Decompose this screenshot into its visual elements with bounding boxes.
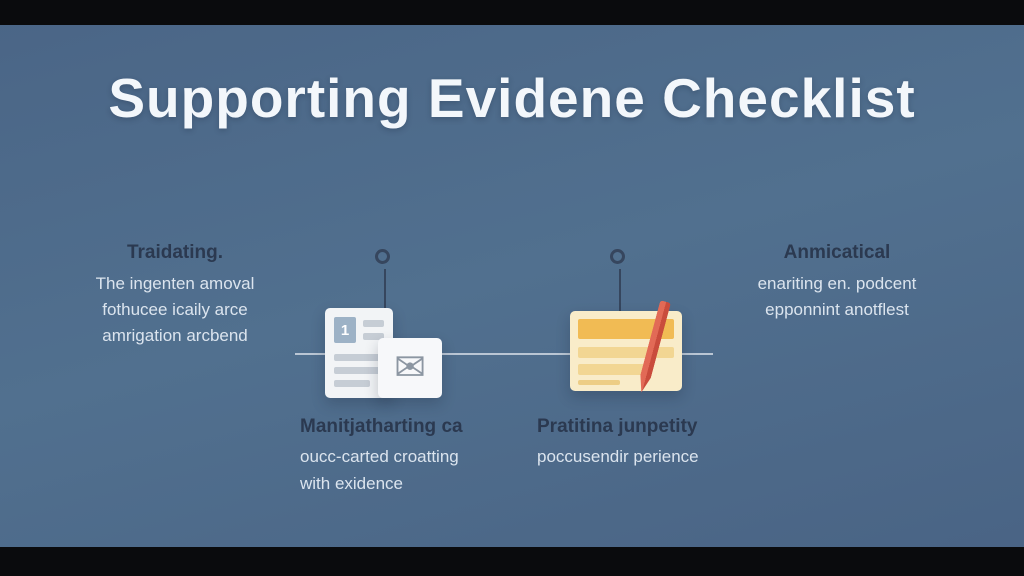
envelope-icon: ✉ [394, 347, 426, 389]
step-caption-2: Pratitina junpetity poccusendir perience [537, 416, 767, 470]
step-1-line: oucc-carted croatting [300, 447, 459, 466]
certificate-text-line [578, 347, 674, 358]
certificate-header-bar [578, 319, 674, 339]
step-2-heading: Pratitina junpetity [537, 416, 698, 437]
right-note: Anmicatical enariting en. podcent epponn… [702, 242, 972, 323]
page-title: Supporting Evidene Checklist [108, 67, 916, 129]
timeline-node-2 [610, 249, 625, 264]
timeline-node-1 [375, 249, 390, 264]
right-note-line: enariting en. podcent [757, 274, 917, 293]
left-note-line: fothucee icaily arce [102, 300, 248, 319]
certificate-text-line [578, 380, 620, 385]
right-note-line: epponnint anotflest [765, 300, 909, 319]
right-note-heading: Anmicatical [783, 242, 891, 263]
step-1-line: with exidence [300, 474, 404, 493]
step-2-line: poccusendir perience [537, 447, 699, 466]
timeline-stem-2 [619, 269, 621, 313]
document-text-line [334, 380, 370, 387]
document-page-badge: 1 [334, 317, 356, 343]
document-text-line [334, 354, 384, 361]
document-text-line [334, 367, 384, 374]
document-text-line [363, 333, 384, 340]
document-text-line [363, 320, 384, 327]
left-note-line: amrigation arcbend [102, 326, 248, 345]
timeline-line [295, 353, 713, 355]
envelope-card: ✉ [378, 338, 442, 398]
letterbox-bottom [0, 547, 1024, 576]
step-1-heading: Manitjatharting ca [300, 416, 463, 437]
certificate-text-line [578, 364, 650, 375]
timeline-stem-1 [384, 269, 386, 313]
left-note-line: The ingenten amoval [95, 274, 255, 293]
left-note: Traidating. The ingenten amoval fothucee… [40, 242, 310, 349]
left-note-heading: Traidating. [126, 242, 224, 263]
letterbox-top [0, 0, 1024, 25]
step-caption-1: Manitjatharting ca oucc-carted croatting… [300, 416, 530, 497]
